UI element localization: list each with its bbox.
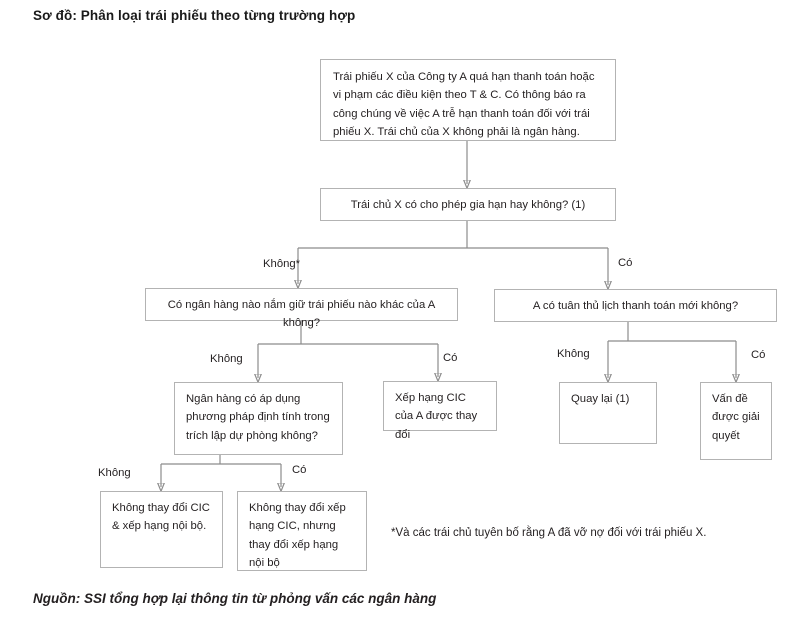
edge-label-yes-bottom: Có	[292, 464, 307, 476]
edge-label-yes-top-right: Có	[618, 257, 633, 269]
edge-label-yes-mid-right: Có	[751, 349, 766, 361]
edge-label-no-mid-left: Không	[210, 353, 243, 365]
node-text: Không thay đổi xếp hạng CIC, nhưng thay …	[249, 502, 346, 569]
node-text: Quay lại (1)	[571, 393, 630, 405]
node-no-change-cic-internal: Không thay đổi CIC & xếp hạng nội bộ.	[100, 491, 223, 568]
node-cic-rating-changed: Xếp hạng CIC của A được thay đổi	[383, 381, 497, 441]
footnote: *Và các trái chủ tuyên bố rằng A đã vỡ n…	[391, 527, 707, 539]
node-issue-resolved: Vấn đề được giải quyết	[700, 382, 772, 460]
node-extension-decision: Trái chủ X có cho phép gia hạn hay không…	[320, 188, 616, 221]
edge-label-no-mid-right: Không	[557, 348, 590, 360]
node-text: Xếp hạng CIC của A được thay đổi	[395, 392, 478, 441]
node-text: Trái chủ X có cho phép gia hạn hay không…	[350, 199, 586, 211]
page-title: Sơ đồ: Phân loại trái phiếu theo từng tr…	[33, 8, 356, 23]
node-text: A có tuân thủ lịch thanh toán mới không?	[532, 300, 739, 312]
node-new-schedule-compliance: A có tuân thủ lịch thanh toán mới không?	[494, 289, 777, 322]
node-bond-overdue: Trái phiếu X của Công ty A quá hạn thanh…	[320, 59, 616, 141]
edge-label-no-star: Không*	[263, 258, 301, 270]
node-no-cic-change-internal-change: Không thay đổi xếp hạng CIC, nhưng thay …	[237, 491, 367, 571]
node-text: Ngân hàng có áp dụng phương pháp định tí…	[186, 393, 330, 442]
source-note: Nguồn: SSI tổng hợp lại thông tin từ phỏ…	[33, 591, 437, 606]
node-bank-holds-other-bonds: Có ngân hàng nào nắm giữ trái phiếu nào …	[145, 288, 458, 329]
edge-label-no-bottom: Không	[98, 467, 131, 479]
node-text: Có ngân hàng nào nắm giữ trái phiếu nào …	[167, 299, 436, 330]
node-text: Vấn đề được giải quyết	[712, 393, 760, 442]
node-back-to-step-1: Quay lại (1)	[559, 382, 657, 444]
node-qualitative-provisioning: Ngân hàng có áp dụng phương pháp định tí…	[174, 382, 343, 455]
node-text: Không thay đổi CIC & xếp hạng nội bộ.	[112, 502, 210, 533]
node-text: Trái phiếu X của Công ty A quá hạn thanh…	[333, 71, 595, 138]
edge-label-yes-mid-left: Có	[443, 352, 458, 364]
